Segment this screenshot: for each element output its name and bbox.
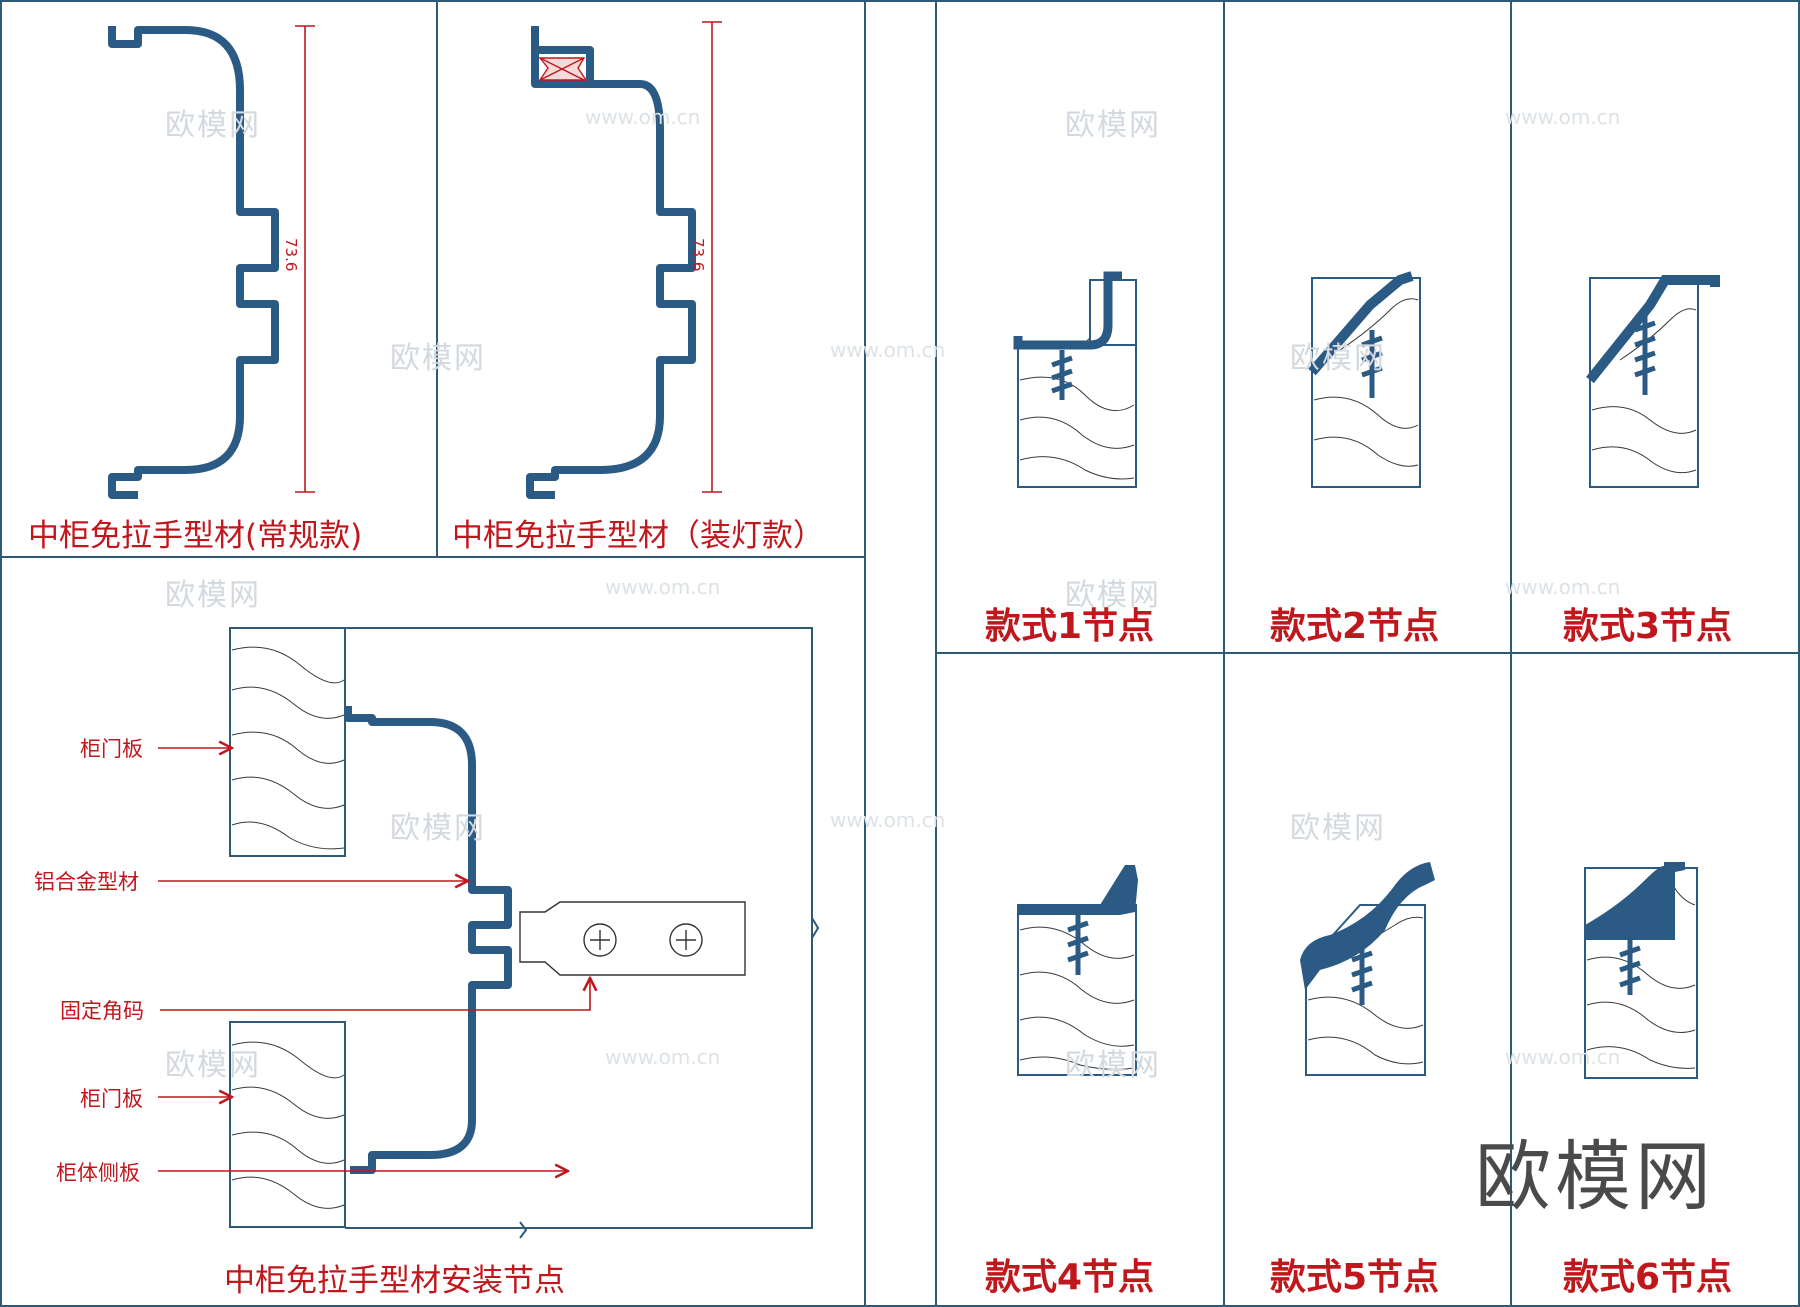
door-panel-lower [229, 1021, 346, 1228]
fixing-bracket [519, 901, 746, 976]
watermark: 欧模网 [390, 811, 486, 846]
dimension-line-regular [295, 25, 315, 493]
wood-grain-install [231, 646, 345, 1209]
profile-regular [108, 26, 279, 499]
watermark: 欧模网 [1065, 1048, 1161, 1083]
title-regular-profile: 中柜免拉手型材(常规款) [28, 518, 363, 554]
watermark-url: www.om.cn [1505, 1045, 1621, 1069]
callout-fixing-bracket: 固定角码 [60, 999, 144, 1023]
watermark-url: www.om.cn [830, 338, 946, 362]
dimension-label-regular: 73.6 [282, 238, 300, 272]
callout-door-panel-lower: 柜门板 [80, 1087, 143, 1111]
watermark: 欧模网 [1290, 341, 1386, 376]
watermark: 欧模网 [165, 1048, 261, 1083]
callout-arrows [158, 748, 590, 1171]
profile-lighted [526, 26, 696, 499]
callout-side-panel: 柜体侧板 [56, 1161, 140, 1185]
dimension-line-lighted [702, 21, 722, 493]
watermark-url: www.om.cn [605, 575, 721, 599]
watermark: 欧模网 [165, 108, 261, 143]
style-5-title: 款式5节点 [1270, 1257, 1440, 1298]
watermark: 欧模网 [1290, 811, 1386, 846]
style-1-title: 款式1节点 [985, 606, 1155, 647]
watermark: 欧模网 [1065, 578, 1161, 613]
watermark-url: www.om.cn [1505, 575, 1621, 599]
style-1-drawing [1013, 271, 1137, 488]
cabinet-outline [345, 627, 820, 1239]
profile-installed [344, 706, 512, 1174]
watermark-url: www.om.cn [585, 105, 701, 129]
watermark-logo: 欧模网 [1475, 1132, 1715, 1221]
style-5-drawing [1300, 862, 1435, 1076]
style-3-title: 款式3节点 [1563, 606, 1733, 647]
callout-aluminum-profile: 铝合金型材 [34, 870, 139, 894]
title-installation-node: 中柜免拉手型材安装节点 [224, 1263, 565, 1299]
style-2-drawing [1308, 271, 1421, 488]
title-lighted-profile: 中柜免拉手型材（装灯款） [452, 518, 824, 554]
watermark-url: www.om.cn [605, 1045, 721, 1069]
style-3-drawing [1586, 275, 1720, 488]
style-6-drawing [1584, 862, 1698, 1079]
callout-door-panel-upper: 柜门板 [80, 737, 143, 761]
style-2-title: 款式2节点 [1270, 606, 1440, 647]
style-6-title: 款式6节点 [1563, 1257, 1733, 1298]
dimension-label-lighted: 73.6 [689, 238, 707, 272]
watermark-url: www.om.cn [1505, 105, 1621, 129]
watermark: 欧模网 [165, 578, 261, 613]
led-strip [538, 57, 588, 81]
style-4-title: 款式4节点 [985, 1257, 1155, 1298]
watermark-url: www.om.cn [830, 808, 946, 832]
style-4-drawing [1017, 865, 1138, 1076]
watermark: 欧模网 [1065, 108, 1161, 143]
watermark: 欧模网 [390, 341, 486, 376]
